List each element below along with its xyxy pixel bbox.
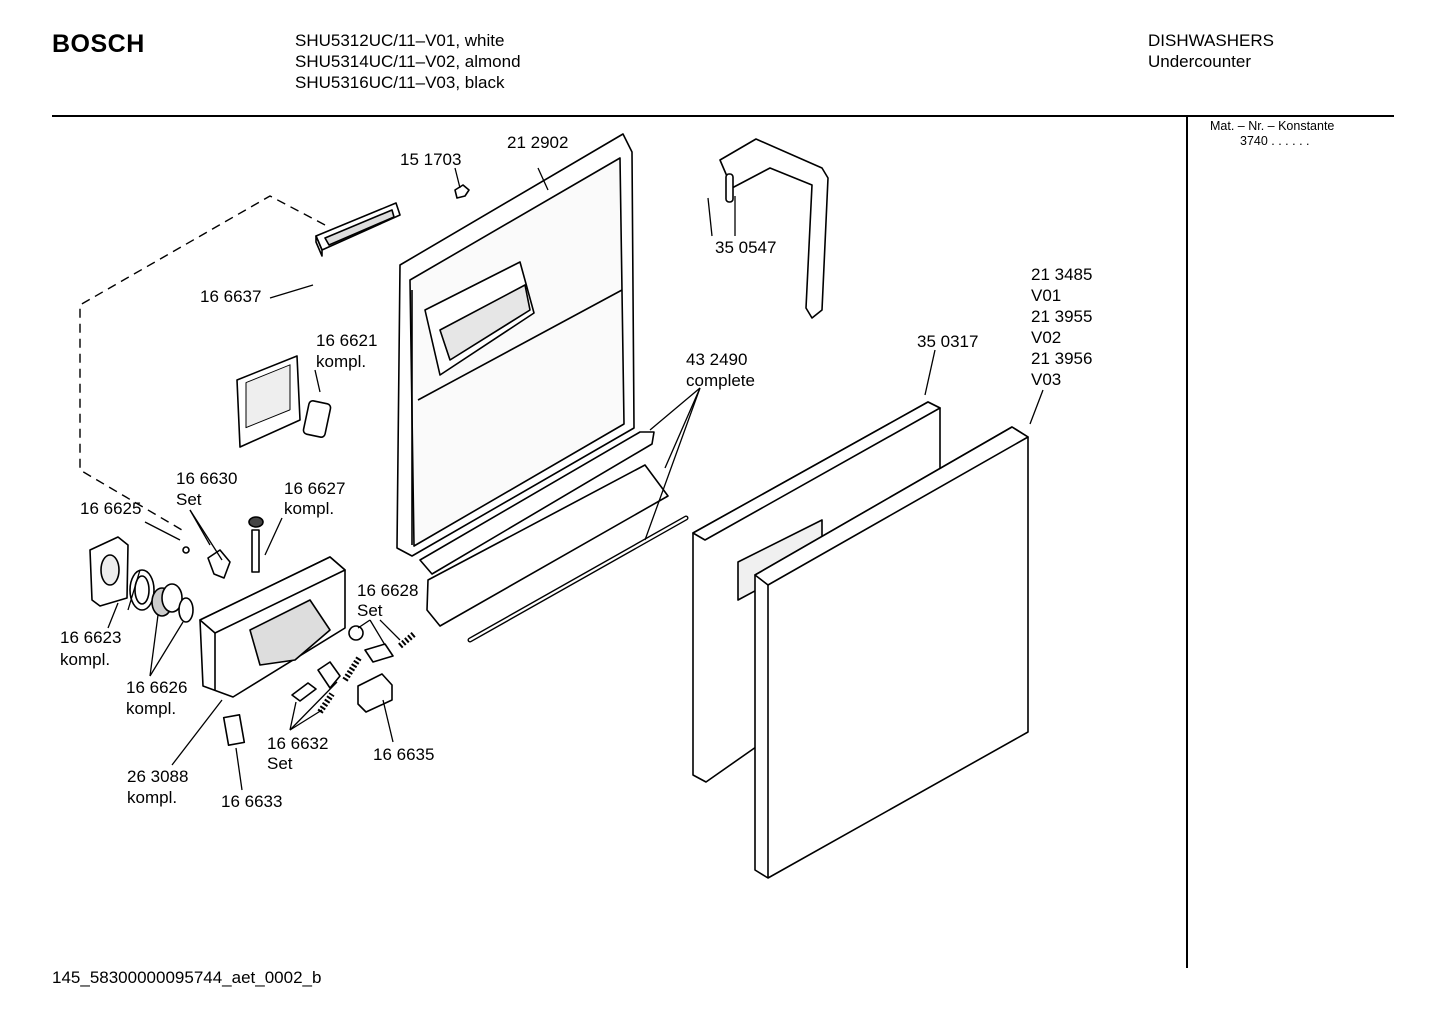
- part-263088-dispenser: [199, 556, 346, 698]
- label-166627: 16 6627: [284, 479, 345, 498]
- dashed-group-outline: [79, 195, 326, 531]
- label-166628-set: Set: [357, 601, 383, 620]
- part-166626-knob: [151, 583, 194, 623]
- label-166623-kompl: kompl.: [60, 650, 110, 669]
- label-166626: 16 6626: [126, 678, 187, 697]
- label-350547: 35 0547: [715, 238, 776, 257]
- label-166632-set: Set: [267, 754, 293, 773]
- category-block: DISHWASHERS Undercounter: [1148, 30, 1274, 72]
- footer-code: 145_58300000095744_aet_0002_b: [52, 968, 322, 987]
- part-labels: 21 2902 15 1703 35 0547 16 6637 16 6621 …: [60, 133, 1092, 811]
- part-166633-clip: [222, 714, 246, 746]
- label-166632: 16 6632: [267, 734, 328, 753]
- model-list: SHU5312UC/11–V01, white SHU5314UC/11–V02…: [295, 30, 521, 93]
- label-432490: 43 2490: [686, 350, 747, 369]
- part-166635-block: [357, 673, 393, 713]
- label-212902: 21 2902: [507, 133, 568, 152]
- label-213955: 21 3955: [1031, 307, 1092, 326]
- category-subtitle: Undercounter: [1148, 52, 1252, 71]
- part-432490-trim: [419, 431, 689, 643]
- label-v01: V01: [1031, 286, 1061, 305]
- label-213956: 21 3956: [1031, 349, 1092, 368]
- label-v02: V02: [1031, 328, 1061, 347]
- material-info: Mat. – Nr. – Konstante 3740 . . . . . .: [1210, 119, 1334, 149]
- model-line: SHU5314UC/11–V02, almond: [295, 52, 521, 71]
- part-166637-frame: [315, 202, 401, 257]
- part-166621-vent: [236, 355, 332, 448]
- label-166627-kompl: kompl.: [284, 499, 334, 518]
- label-166628: 16 6628: [357, 581, 418, 600]
- material-value: 3740 . . . . . .: [1240, 134, 1310, 148]
- material-label: Mat. – Nr. – Konstante: [1210, 119, 1335, 133]
- label-166630: 16 6630: [176, 469, 237, 488]
- header-divider: [52, 115, 1394, 117]
- part-151703-clip: [454, 184, 470, 199]
- brand-logo: BOSCH: [52, 30, 145, 58]
- part-212902-inner-door: [396, 133, 635, 557]
- part-166623-cover: [89, 536, 155, 611]
- label-166625: 16 6625: [80, 499, 141, 518]
- label-350317: 35 0317: [917, 332, 978, 351]
- category-title: DISHWASHERS: [1148, 31, 1274, 50]
- part-166630-set: [182, 546, 231, 579]
- label-166621-kompl: kompl.: [316, 352, 366, 371]
- label-166637: 16 6637: [200, 287, 261, 306]
- label-432490-complete: complete: [686, 371, 755, 390]
- label-166621: 16 6621: [316, 331, 377, 350]
- part-213485-outer-door: [754, 426, 1029, 879]
- part-166628-set: [348, 625, 416, 663]
- model-line: SHU5312UC/11–V01, white: [295, 31, 505, 50]
- label-166635: 16 6635: [373, 745, 434, 764]
- label-263088-kompl: kompl.: [127, 788, 177, 807]
- part-166627-switch: [248, 516, 264, 573]
- label-v03: V03: [1031, 370, 1061, 389]
- part-166632-set: [291, 656, 362, 714]
- label-263088: 26 3088: [127, 767, 188, 786]
- part-350547-bracket: [719, 138, 829, 319]
- label-213485: 21 3485: [1031, 265, 1092, 284]
- label-166630-set: Set: [176, 490, 202, 509]
- side-divider: [1186, 116, 1188, 968]
- label-166623: 16 6623: [60, 628, 121, 647]
- label-166633: 16 6633: [221, 792, 282, 811]
- leader-lines: [107, 167, 1044, 791]
- label-151703: 15 1703: [400, 150, 461, 169]
- model-line: SHU5316UC/11–V03, black: [295, 73, 505, 92]
- label-166626-kompl: kompl.: [126, 699, 176, 718]
